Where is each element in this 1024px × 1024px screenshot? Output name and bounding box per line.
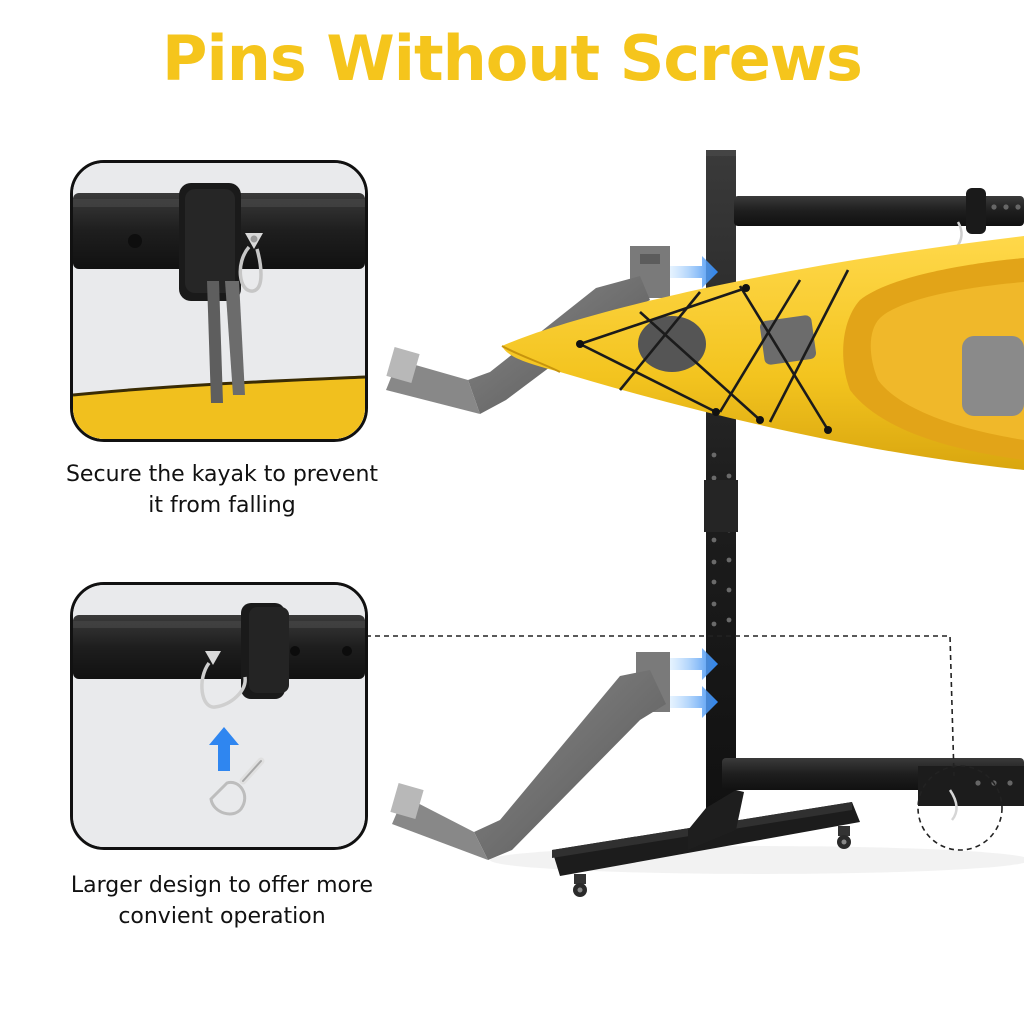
yellow-kayak xyxy=(501,236,1024,470)
callout-dashed-circle xyxy=(917,765,1003,851)
right-arrow-icon xyxy=(670,648,718,680)
pin-strap-detail xyxy=(73,163,365,439)
page-title: Pins Without Screws xyxy=(162,22,863,95)
right-arrow-icon xyxy=(670,686,718,718)
caption-larger-pin: Larger design to offer more convient ope… xyxy=(70,873,374,929)
detail-panel-secure xyxy=(70,160,368,442)
lynch-pin-icon xyxy=(238,233,263,293)
bungee-cords xyxy=(579,269,850,431)
caster-wheels xyxy=(573,826,851,897)
callout-dashed-line xyxy=(366,635,955,777)
top-horizontal-bar xyxy=(734,196,1024,226)
lynch-pin-icon xyxy=(200,651,247,709)
detail-panel-larger-pin xyxy=(70,582,368,850)
large-pin-detail xyxy=(73,585,365,847)
caption-secure: Secure the kayak to prevent it from fall… xyxy=(65,462,379,518)
lynch-pin-icon xyxy=(209,757,265,816)
lower-arm xyxy=(390,652,670,860)
right-arrow-icon xyxy=(670,256,718,288)
up-arrow-icon xyxy=(209,727,239,771)
kayak-hatch xyxy=(638,316,706,372)
